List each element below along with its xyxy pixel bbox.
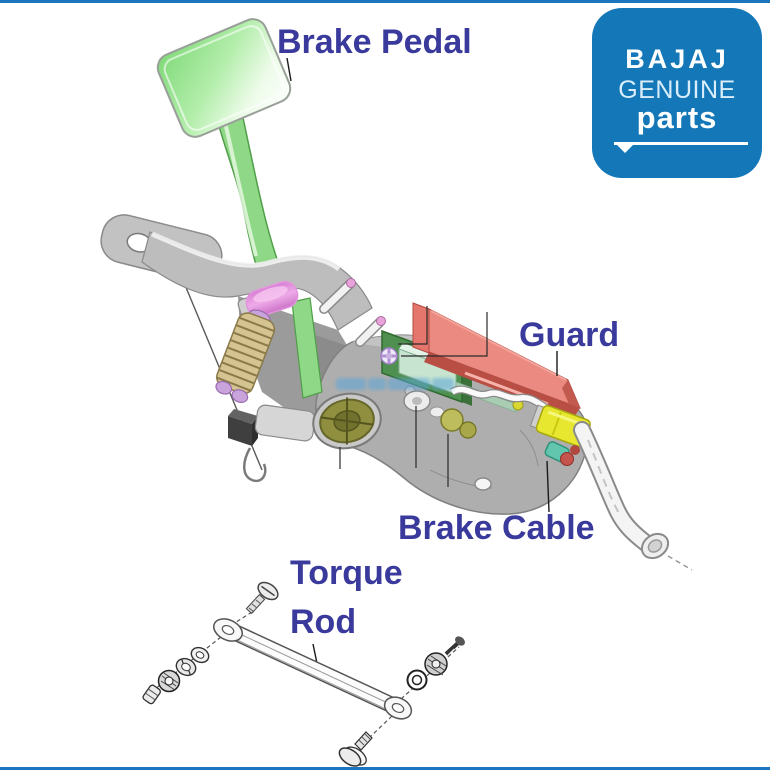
red-washer-small-drawing (570, 445, 580, 455)
logo-chevron-icon (616, 144, 634, 153)
brake-pedal-label: Brake Pedal (277, 23, 472, 61)
torque-rod-label: Torque Rod (290, 549, 403, 647)
brake-pedal-pad-drawing (156, 18, 292, 138)
prong-studs-drawing (319, 278, 386, 347)
red-washer-drawing (560, 452, 574, 466)
bottom-accent-bar (0, 767, 770, 770)
watermark (336, 374, 464, 396)
logo-brand-text: BAJAJ (625, 44, 729, 74)
pivot-bushing-drawing (312, 392, 382, 450)
torque-rod-label-line2: Rod (290, 603, 357, 641)
callout-lines (339, 306, 488, 487)
torque-rod-label-line1: Torque (290, 554, 403, 592)
bolt-top-drawing (245, 581, 279, 615)
right-washers-drawing (406, 636, 465, 691)
body-hole-drawing (474, 477, 492, 491)
logo-underline (614, 142, 748, 145)
logo-parts-text: parts (636, 100, 718, 135)
cable-tube-drawing (450, 386, 552, 413)
bajaj-genuine-parts-logo: BAJAJ GENUINE parts (592, 8, 762, 178)
brake-pedal-leader-line (286, 57, 292, 82)
return-spring-drawing (215, 309, 276, 403)
pedal-arm-highlight (222, 117, 258, 257)
cable-fastener-cluster-drawing (403, 385, 477, 439)
bracket-ribbon-highlight (151, 231, 341, 272)
star-nut-drawing (380, 347, 398, 365)
pedal-arm-lower-drawing (291, 297, 323, 399)
spring-hook-drawing (243, 447, 267, 483)
brake-cable-label: Brake Cable (398, 509, 595, 547)
torque-rod-exploded-drawing (142, 581, 465, 767)
bolt-bottom-drawing (338, 731, 373, 767)
stopper-block-drawing (228, 409, 258, 446)
guard-label: Guard (519, 316, 620, 354)
left-washers-drawing (142, 646, 210, 705)
brake-crank-arm-drawing (573, 421, 693, 571)
logo-genuine-text: GENUINE (618, 76, 736, 104)
brake-cable-leader-line (546, 460, 550, 513)
top-accent-bar (0, 0, 770, 3)
